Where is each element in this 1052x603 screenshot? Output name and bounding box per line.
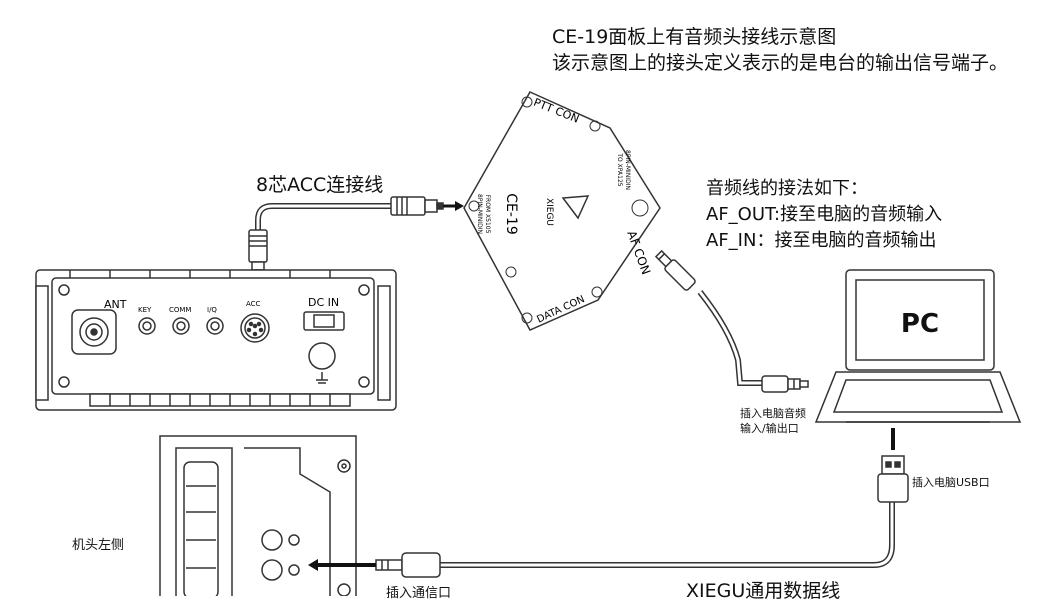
ce19-note-line1: CE-19面板上有音频头接线示意图 <box>552 26 837 48</box>
pc-usb-note: 插入电脑USB口 <box>912 476 990 489</box>
left-side-label: 机头左侧 <box>72 538 125 553</box>
headphone-icon <box>288 534 300 546</box>
audio-wiring-note: 音频线的接法如下： AF_OUT:接至电脑的音频输入 AF_IN：接至电脑的音频… <box>706 176 942 254</box>
pc-audio-note-line2: 输入/输出口 <box>740 422 799 435</box>
pc-audio-note-line1: 插入电脑音频 <box>740 407 806 420</box>
comm-port-icon <box>288 564 300 576</box>
ce19-box <box>463 91 661 331</box>
key-label: KEY <box>138 306 152 314</box>
data-cable-label: XIEGU通用数据线 <box>686 580 841 602</box>
ce19-model-label: CE-19 <box>503 193 519 235</box>
ce19-brand-label: XIEGU <box>544 198 554 226</box>
acc-cable <box>255 203 393 232</box>
ground-knob-icon <box>308 342 336 370</box>
pc-label: PC <box>901 309 939 339</box>
pc-laptop-icon <box>814 269 1022 423</box>
ce19-from-label: FROM X5105 <box>484 195 491 234</box>
radio-left-side <box>159 435 357 596</box>
af-in-note: AF_IN：接至电脑的音频输出 <box>706 230 937 251</box>
audio-wiring-title: 音频线的接法如下： <box>706 178 868 199</box>
acc-plug-ce19 <box>390 196 444 216</box>
data-arrow <box>308 559 376 571</box>
iq-label: I/Q <box>207 306 217 314</box>
acc-cable-label: 8芯ACC连接线 <box>256 174 384 196</box>
radio-panel <box>35 269 397 411</box>
acc-label: ACC <box>246 300 261 308</box>
ce19-from-sub-label: 8PIN-MINIDIN <box>476 194 483 234</box>
ce19-to-sub-label: 8PIN-MINIDIN <box>624 150 631 190</box>
ant-label: ANT <box>104 298 127 311</box>
comm-label: COMM <box>169 306 191 314</box>
dc-in-label: DC IN <box>308 296 339 309</box>
ce19-note-line2: 该示意图上的接头定义表示的是电台的输出信号端子。 <box>552 52 1009 74</box>
af-out-note: AF_OUT:接至电脑的音频输入 <box>706 204 943 225</box>
xiegu-logo-icon <box>561 195 590 220</box>
af-cable <box>697 290 762 386</box>
acc-arrow-ce19 <box>443 201 464 211</box>
data-plug-radio <box>375 552 441 578</box>
data-cable <box>440 500 895 568</box>
ce19-note: CE-19面板上有音频头接线示意图 该示意图上的接头定义表示的是电台的输出信号端… <box>552 24 1008 76</box>
af-plug-ce19 <box>654 249 696 291</box>
pc-audio-note: 插入电脑音频 输入/输出口 <box>740 406 806 436</box>
comm-port-label: 插入通信口 <box>386 586 452 601</box>
usb-plug <box>877 455 909 503</box>
ce19-to-label: TO XPA125 <box>616 152 623 186</box>
audio-plug-pc <box>761 375 809 393</box>
